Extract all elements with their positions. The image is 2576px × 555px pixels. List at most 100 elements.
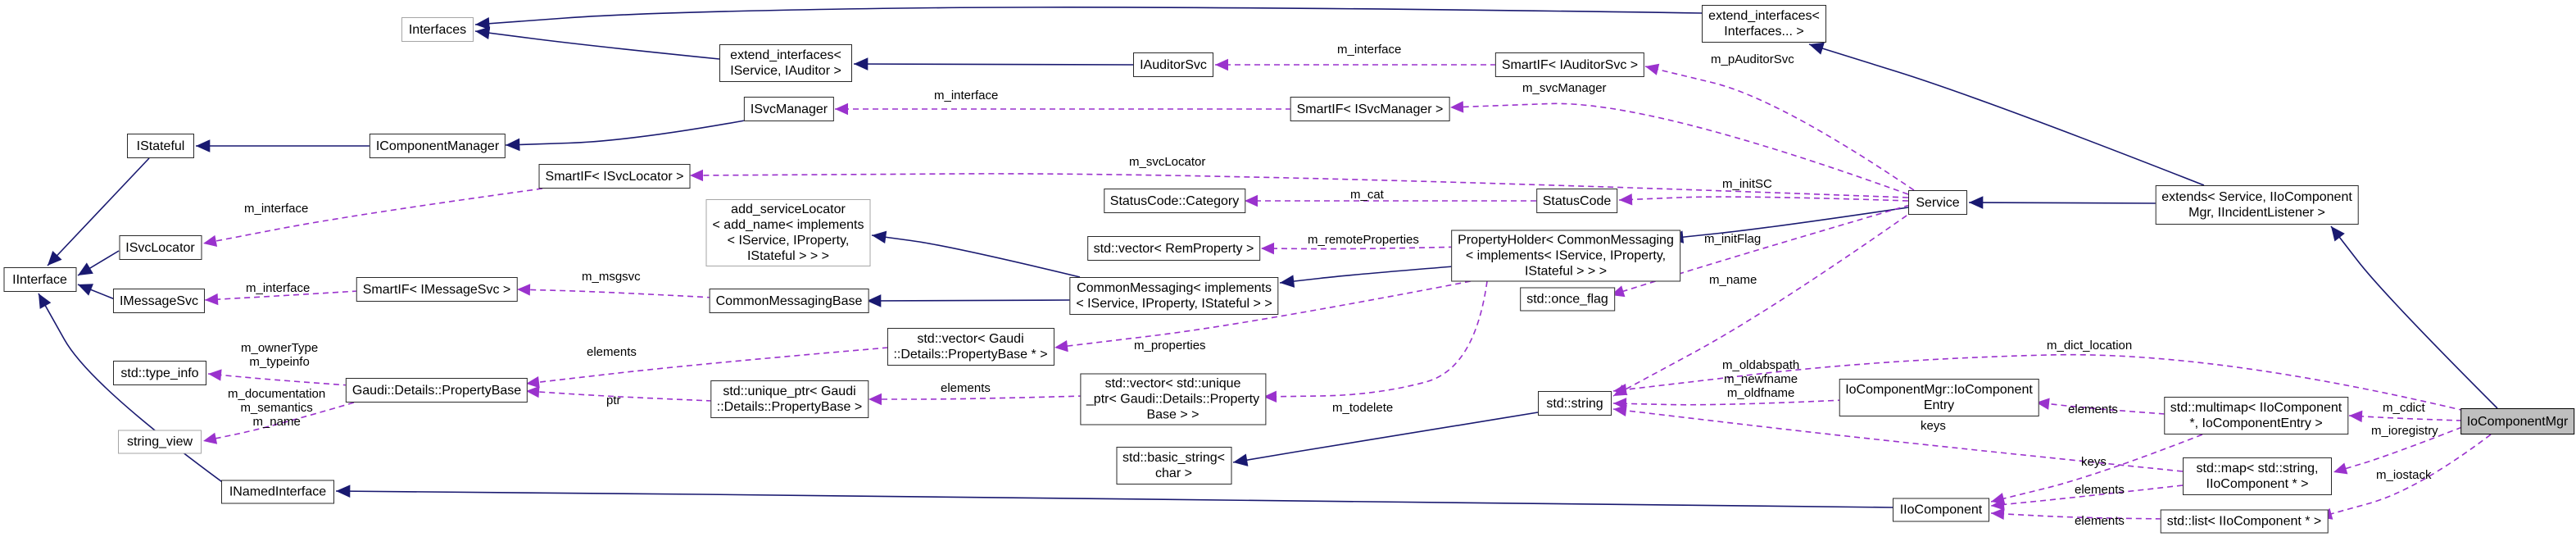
node-label-line: Base > >	[1146, 407, 1200, 422]
node-label-line: < add_name< implements	[712, 218, 864, 232]
node-label-line: ISvcManager	[750, 102, 828, 116]
node-label-line: *, IoComponentEntry >	[2189, 416, 2323, 430]
edge-label-iocomponentmgr-to-std-list: m_iostack	[2376, 468, 2432, 482]
edge-istateful-to-iinterface	[47, 157, 150, 266]
node-label-line: Interfaces... >	[1724, 25, 1804, 39]
node-label-line: IIoComponent	[1899, 503, 1983, 516]
node-smartif-isvclocator[interactable]: SmartIF< ISvcLocator >	[538, 164, 691, 189]
edge-label-smartif-isvcmanager-to-isvcmanager: m_interface	[934, 89, 999, 102]
edge-vector-unique-ptr-to-unique-ptr-propertybase	[868, 393, 1085, 406]
node-smartif-iauditorsvc[interactable]: SmartIF< IAuditorSvc >	[1494, 52, 1645, 77]
edge-extend-interfaces-variadic-to-interfaces	[474, 7, 1703, 30]
node-iocomponentmgr[interactable]: IoComponentMgr	[2460, 408, 2575, 434]
node-label-line: std::once_flag	[1526, 292, 1608, 306]
edge-isvcmanager-to-icomponentmanager	[505, 120, 746, 152]
edge-smartif-isvclocator-to-isvclocator	[202, 188, 543, 248]
node-isvclocator[interactable]: ISvcLocator	[119, 235, 202, 260]
edge-label-propertyholder-to-vector-remproperty: m_remoteProperties	[1308, 233, 1419, 247]
node-label-line: IInterface	[12, 272, 67, 287]
node-vector-remproperty[interactable]: std::vector< RemProperty >	[1086, 236, 1261, 261]
node-inamedinterface[interactable]: INamedInterface	[221, 480, 334, 503]
edge-label-iocomponentmgr-to-multimap: m_cdict	[2383, 401, 2425, 415]
node-type-info[interactable]: std::type_info	[113, 361, 206, 385]
edge-iiocomponent-to-inamedinterface	[335, 484, 1893, 508]
node-std-string[interactable]: std::string	[1538, 391, 1612, 416]
node-multimap[interactable]: std::multimap< IIoComponent*, IoComponen…	[2163, 397, 2349, 434]
node-label-line: std::basic_string<	[1122, 451, 1225, 465]
node-smartif-isvcmanager[interactable]: SmartIF< ISvcManager >	[1290, 97, 1450, 121]
node-label-line: < IService, IProperty, IStateful > >	[1076, 297, 1272, 311]
edge-iocomponentmgr-to-std-map	[2333, 426, 2463, 475]
edge-iocomponentmgr-to-multimap	[2348, 410, 2463, 423]
edge-label-service-to-smartif-isvclocator: m_svcLocator	[1129, 155, 1206, 169]
edge-propertyholder-to-commonmessaging	[1279, 265, 1465, 288]
edge-label-iocomponentmgr-to-std-map: m_ioregistry	[2371, 424, 2438, 438]
node-statuscode[interactable]: StatusCode	[1535, 189, 1618, 213]
node-label-line: std::string	[1546, 396, 1603, 411]
node-service[interactable]: Service	[1908, 190, 1967, 215]
edge-label-service-to-statuscode: m_initSC	[1722, 177, 1772, 191]
node-vector-unique-ptr[interactable]: std::vector< std::unique_ptr< Gaudi::Det…	[1079, 373, 1267, 425]
node-istateful[interactable]: IStateful	[127, 134, 194, 158]
edge-label-commonmessagingbase-to-smartif-imessagesvc: m_msgsvc	[582, 270, 641, 284]
edge-service-to-propertyholder	[1668, 207, 1909, 243]
edge-propertybase-to-type-info	[207, 369, 350, 386]
node-label-line: IIoComponent * >	[2206, 477, 2309, 491]
edge-label-service-to-smartif-iauditorsvc: m_pAuditorSvc	[1711, 52, 1794, 66]
node-propertyholder[interactable]: PropertyHolder< CommonMessaging< impleme…	[1451, 230, 1680, 282]
edge-label-line: m_newfname	[1724, 372, 1798, 386]
node-string-view[interactable]: string_view	[118, 430, 202, 453]
node-once-flag[interactable]: std::once_flag	[1520, 287, 1615, 311]
edge-inamedinterface-to-iinterface	[38, 293, 225, 484]
node-label-line: < IService, IProperty,	[727, 234, 850, 248]
node-add-servicelocator[interactable]: add_serviceLocator< add_name< implements…	[705, 199, 871, 266]
edge-iauditorsvc-to-extend-interfaces-iservice-iauditor	[853, 57, 1134, 71]
edge-iocomponentmgr-to-std-string	[1612, 353, 2465, 412]
node-label-line: char >	[1155, 466, 1192, 480]
node-basic-string[interactable]: std::basic_string<char >	[1116, 447, 1231, 484]
edge-smartif-imessagesvc-to-imessagesvc	[204, 290, 359, 306]
edge-label-line: m_documentation	[228, 387, 326, 401]
edge-label-line: m_ownerType	[241, 341, 319, 355]
edge-propertyholder-to-vector-propertybase-ptr	[1054, 280, 1472, 353]
node-label-line: Gaudi::Details::PropertyBase	[351, 383, 522, 398]
node-interfaces[interactable]: Interfaces	[401, 17, 474, 42]
edge-commonmessaging-to-commonmessagingbase	[866, 294, 1071, 307]
edge-unique-ptr-propertybase-to-propertybase	[525, 385, 713, 402]
node-label-line: _ptr< Gaudi::Details::Property	[1086, 392, 1260, 407]
node-label-line: CommonMessaging< implements	[1077, 281, 1272, 295]
node-icomponentmanager[interactable]: IComponentManager	[369, 134, 506, 158]
node-unique-ptr-propertybase[interactable]: std::unique_ptr< Gaudi::Details::Propert…	[710, 380, 869, 418]
node-propertybase[interactable]: Gaudi::Details::PropertyBase	[345, 378, 528, 403]
edge-vector-propertybase-ptr-to-propertybase	[525, 347, 889, 389]
node-iiocomponent[interactable]: IIoComponent	[1893, 498, 1989, 521]
edge-std-map-to-std-string	[1612, 404, 2184, 472]
node-imessagesvc[interactable]: IMessageSvc	[112, 289, 206, 313]
node-label-line: extends< Service, IIoComponent	[2161, 190, 2352, 204]
node-iauditorsvc[interactable]: IAuditorSvc	[1133, 52, 1213, 77]
node-label-line: INamedInterface	[229, 484, 327, 498]
node-statuscode-category[interactable]: StatusCode::Category	[1103, 189, 1246, 213]
node-label-line: Entry	[1923, 398, 1955, 412]
node-commonmessagingbase[interactable]: CommonMessagingBase	[709, 289, 869, 313]
node-std-map[interactable]: std::map< std::string,IIoComponent * >	[2183, 457, 2332, 495]
node-label-line: IMessageSvc	[119, 293, 199, 308]
node-vector-propertybase-ptr[interactable]: std::vector< Gaudi::Details::PropertyBas…	[887, 328, 1054, 366]
node-extend-interfaces-variadic[interactable]: extend_interfaces<Interfaces... >	[1702, 5, 1826, 43]
edge-label-service-to-once-flag: m_initFlag	[1704, 232, 1762, 246]
node-isvcmanager[interactable]: ISvcManager	[743, 97, 835, 121]
node-iinterface[interactable]: IInterface	[3, 267, 76, 292]
edge-imessagesvc-to-iinterface	[77, 284, 116, 300]
node-commonmessaging[interactable]: CommonMessaging< implements < IService, I…	[1069, 277, 1279, 315]
node-extend-interfaces-iservice-iauditor[interactable]: extend_interfaces<IService, IAuditor >	[719, 44, 852, 82]
node-label-line: CommonMessagingBase	[715, 293, 863, 308]
node-smartif-imessagesvc[interactable]: SmartIF< IMessageSvc >	[356, 277, 518, 302]
edge-label-smartif-imessagesvc-to-imessagesvc: m_interface	[246, 281, 311, 295]
node-label-line: std::type_info	[120, 366, 199, 380]
node-std-list[interactable]: std::list< IIoComponent * >	[2160, 509, 2329, 533]
edge-extends-box-to-service	[1968, 196, 2160, 209]
